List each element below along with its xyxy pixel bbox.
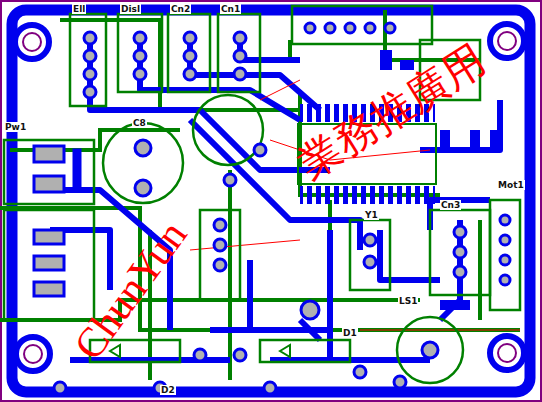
part-name: Ell <box>72 4 86 14</box>
part-name: Cn2 <box>170 4 191 14</box>
part-name: Mot1 <box>497 180 525 190</box>
part-name: Cn3 <box>440 200 461 210</box>
part-name: Disl <box>120 4 141 14</box>
part-name: Y1 <box>364 210 379 220</box>
part-name: Cn1 <box>220 4 241 14</box>
part-name: Pw1 <box>4 122 27 132</box>
part-name: D2 <box>160 385 176 395</box>
part-name: C8 <box>132 118 147 128</box>
part-name: D1 <box>342 328 358 338</box>
part-name: LS1 <box>398 296 418 306</box>
